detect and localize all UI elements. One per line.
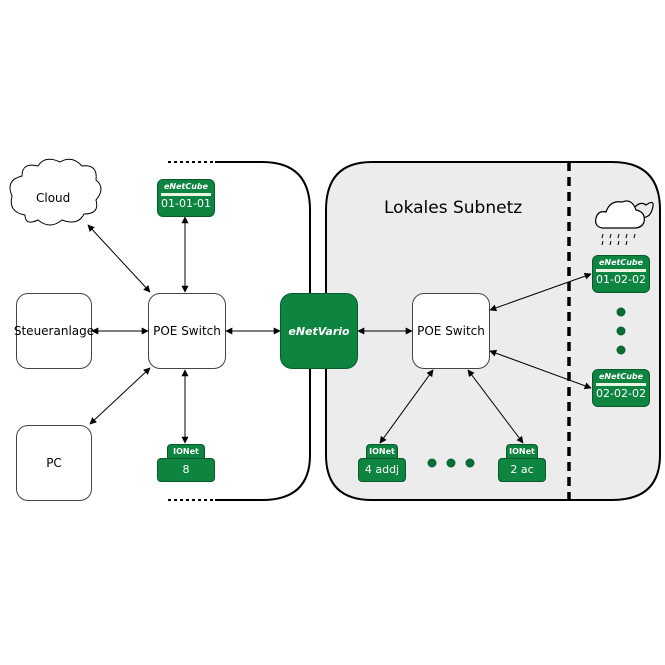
enetcube-bar [596, 269, 646, 272]
link-switch2-cube1 [489, 272, 592, 312]
pc-label: PC [46, 456, 62, 470]
enetcube-title: eNetCube [163, 182, 209, 191]
link-pc-switch [89, 367, 151, 425]
ionet-title: IONet [506, 444, 538, 460]
ionet-title: IONet [366, 444, 398, 460]
enetvario-label: eNetVario [288, 324, 350, 338]
enetcube-outdoor-2[interactable]: eNetCube 02-02-02 [592, 369, 650, 407]
link-switch2-ionet1 [379, 369, 434, 444]
connections-left [87, 216, 281, 444]
steueranlage-node[interactable]: Steueranlage [13, 293, 95, 369]
poe-switch-left-label: POE Switch [153, 324, 221, 338]
connections-subnet [357, 272, 592, 444]
link-switch2-cube2 [489, 349, 592, 390]
enetcube-title: eNetCube [598, 372, 644, 381]
ionet-id: 8 abbcddhi [157, 458, 215, 498]
rain-cloud-icon [595, 200, 654, 246]
enetvario-gateway[interactable]: eNetVario [280, 293, 358, 369]
cloud-label: Cloud [36, 191, 71, 205]
subnet-title: Lokales Subnetz [384, 198, 523, 218]
pc-node[interactable]: PC [16, 425, 92, 501]
steueranlage-label: Steueranlage [13, 324, 95, 338]
ionet-id: 2 ac [498, 458, 546, 482]
enetcube-bar [161, 193, 211, 196]
ellipsis-dots-vertical [616, 307, 626, 355]
ellipsis-dots-horizontal [427, 458, 475, 468]
enetcube-outdoor-1[interactable]: eNetCube 01-02-02 [592, 255, 650, 293]
enetcube-id: 01-02-02 [596, 273, 646, 286]
cloud-shape [9, 158, 102, 226]
poe-switch-subnet-label: POE Switch [417, 324, 485, 338]
poe-switch-subnet[interactable]: POE Switch [412, 293, 490, 369]
ionet-id: 4 addj [358, 458, 406, 482]
enetcube-bar [596, 383, 646, 386]
ionet-subnet-2[interactable]: IONet 2 ac [498, 444, 546, 482]
poe-switch-left[interactable]: POE Switch [148, 293, 226, 369]
enetcube-id: 01-01-01 [161, 197, 211, 210]
link-cloud-switch [87, 224, 151, 293]
enetcube-title: eNetCube [598, 258, 644, 267]
enetcube-id: 02-02-02 [596, 387, 646, 400]
ionet-subnet-1[interactable]: IONet 4 addj [358, 444, 406, 482]
ionet-title: IONet [167, 444, 205, 460]
enetcube-left[interactable]: eNetCube 01-01-01 [157, 179, 215, 217]
ionet-left[interactable]: IONet 8 abbcddhi [157, 444, 215, 498]
link-switch2-ionet2 [467, 369, 524, 444]
